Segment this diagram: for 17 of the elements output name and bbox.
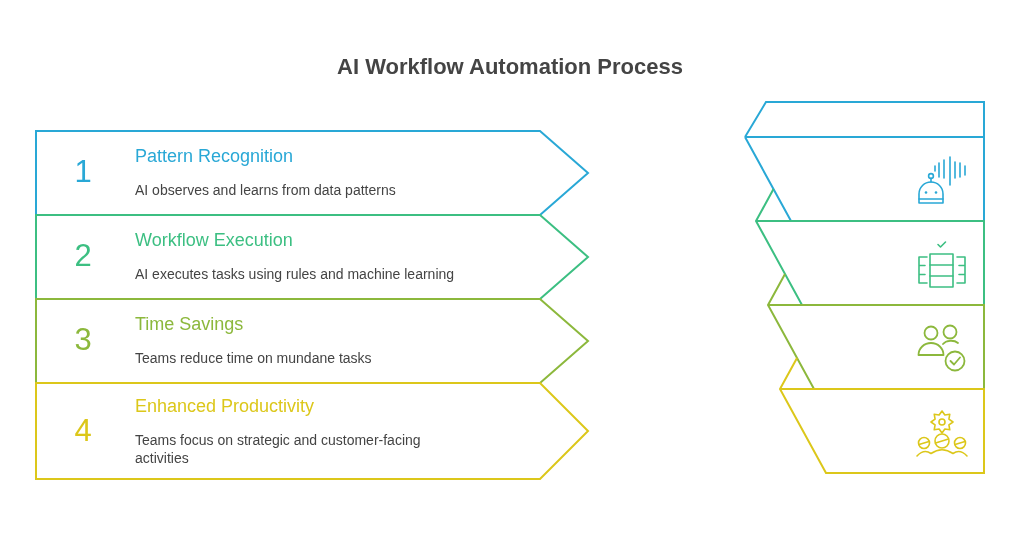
step-number: 3: [74, 323, 92, 357]
process-step-panel: [35, 298, 589, 382]
step-description: AI executes tasks using rules and machine learning: [135, 265, 455, 283]
process-step-panel: [35, 130, 589, 214]
step-title: Workflow Execution: [135, 229, 293, 251]
process-step-panel: [35, 214, 589, 298]
step-description: Teams reduce time on mundane tasks: [135, 349, 372, 367]
step-title: Time Savings: [135, 313, 244, 335]
step-number: 2: [74, 239, 92, 273]
step-number: 1: [74, 155, 92, 189]
step-title: Pattern Recognition: [135, 145, 294, 167]
step-description: Teams focus on strategic and customer-facing activities: [135, 431, 422, 467]
process-step-panel: [35, 382, 589, 480]
step-number: 4: [74, 414, 92, 448]
diagram-title: AI Workflow Automation Process: [337, 54, 683, 80]
step-description: AI observes and learns from data patterns: [135, 181, 396, 199]
step-title: Enhanced Productivity: [135, 395, 315, 417]
